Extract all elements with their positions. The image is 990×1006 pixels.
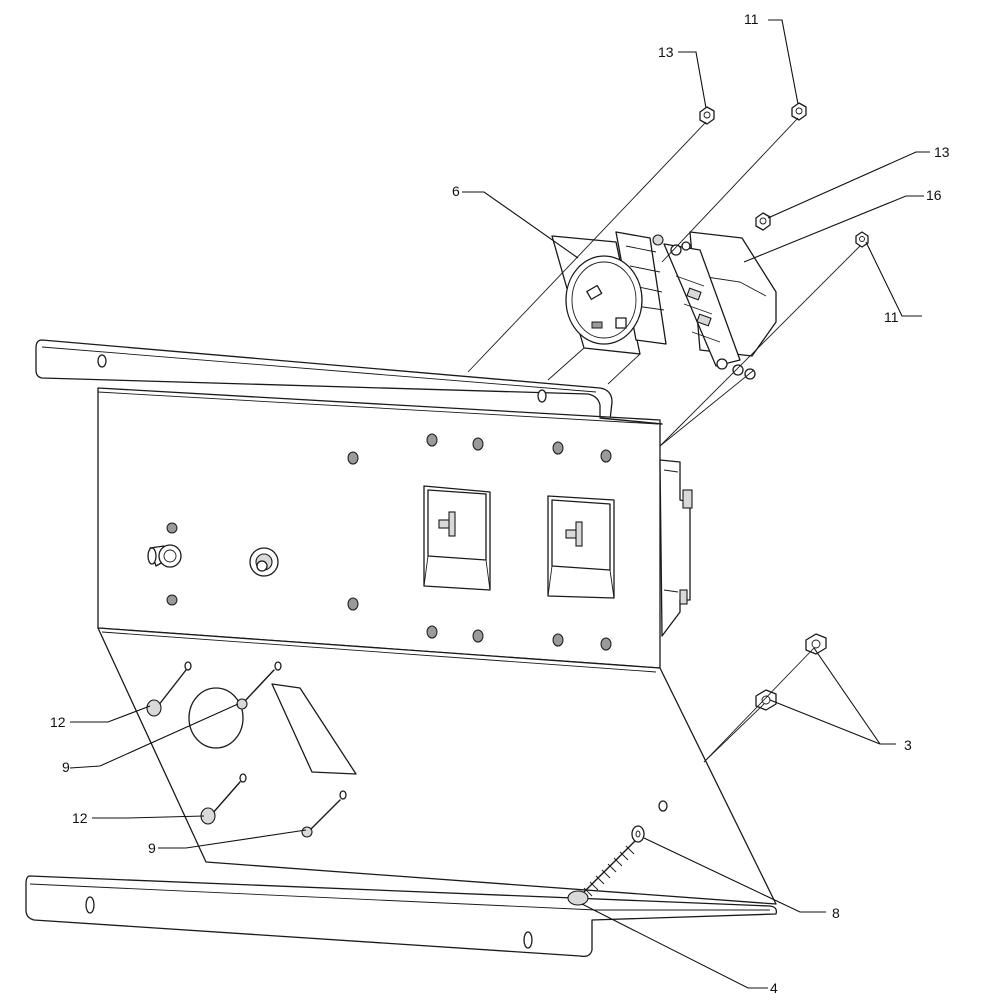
lower-panel	[97, 627, 777, 905]
panel-outlet-right	[547, 495, 615, 599]
lock-washer	[631, 825, 645, 843]
panel-screw	[552, 633, 564, 647]
callout-label: 16	[926, 187, 942, 203]
callout-label: 11	[744, 11, 759, 27]
callout-label: 13	[658, 44, 674, 60]
panel-screw	[600, 449, 612, 463]
hex-nut	[755, 212, 771, 231]
assembly-lines	[467, 117, 861, 763]
washer	[239, 773, 247, 783]
toggle-switch	[147, 544, 182, 568]
callout-label: 8	[832, 905, 840, 921]
panel-screw	[472, 437, 484, 451]
round-receptacle	[551, 231, 667, 355]
callout-label: 6	[452, 183, 460, 199]
washer	[339, 790, 347, 800]
hex-nut	[805, 633, 827, 655]
panel-screw	[166, 594, 178, 606]
callout-leaders	[69, 19, 930, 989]
hex-nut	[755, 689, 777, 711]
hex-nut	[791, 102, 807, 121]
panel-screw	[426, 433, 438, 447]
callout-label: 13	[934, 144, 950, 160]
panel-screw	[426, 625, 438, 639]
hex-nut	[699, 106, 715, 125]
screw-9-lower	[301, 799, 341, 838]
panel-screw	[347, 597, 359, 611]
callout-label: 9	[148, 840, 156, 856]
callout-labels: 13 11 13 16 6 11 3 12 9 12 9 8 4	[50, 11, 950, 996]
panel-screw	[472, 629, 484, 643]
panel-screw	[347, 451, 359, 465]
washer	[658, 800, 668, 812]
panel-outlet-left	[423, 485, 491, 591]
callout-label: 4	[770, 980, 778, 996]
callout-label: 3	[904, 737, 912, 753]
screw-12-lower	[200, 781, 241, 825]
callout-label: 11	[884, 309, 899, 325]
washer	[274, 661, 282, 671]
panel-screw	[552, 441, 564, 455]
panel-screws	[166, 433, 612, 651]
washer	[184, 661, 192, 671]
panel-screw	[166, 522, 178, 534]
control-panel	[97, 387, 693, 669]
duplex-receptacle	[663, 231, 777, 380]
panel-knob	[249, 547, 279, 577]
screw-12-upper	[146, 669, 187, 717]
panel-screw	[600, 637, 612, 651]
callout-label: 12	[72, 810, 88, 826]
hex-nut	[855, 231, 869, 248]
bolt	[567, 839, 637, 906]
top-flange	[35, 339, 613, 421]
bottom-flange	[25, 875, 778, 958]
callout-label: 12	[50, 714, 66, 730]
callout-label: 9	[62, 759, 70, 775]
